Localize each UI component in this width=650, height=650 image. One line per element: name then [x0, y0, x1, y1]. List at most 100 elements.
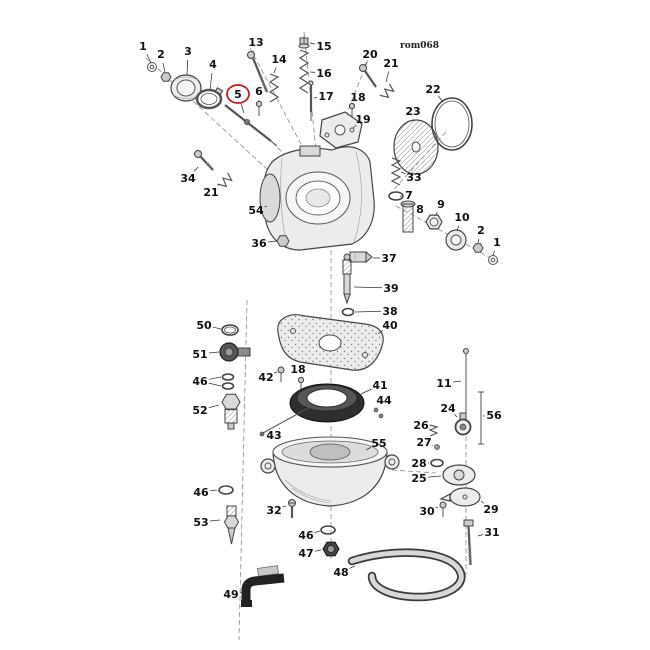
svg-text:33: 33 — [406, 171, 421, 184]
part-label-26: 26 — [413, 419, 431, 432]
part-washer-top — [147, 62, 157, 72]
svg-text:56: 56 — [486, 409, 502, 422]
svg-text:20: 20 — [362, 48, 378, 61]
svg-text:24: 24 — [440, 402, 456, 415]
svg-text:3: 3 — [184, 45, 192, 58]
part-float-bowl-55 — [260, 436, 400, 507]
part-label-1: 1 — [492, 236, 501, 257]
svg-text:7: 7 — [405, 189, 413, 202]
svg-text:47: 47 — [298, 547, 313, 560]
svg-text:36: 36 — [251, 237, 267, 250]
part-label-50: 50 — [196, 319, 222, 332]
svg-text:22: 22 — [425, 83, 440, 96]
part-label-2: 2 — [477, 224, 485, 244]
part-label-14: 14 — [271, 53, 287, 74]
part-small-bits-44 — [373, 407, 384, 419]
part-label-24: 24 — [440, 402, 458, 418]
part-label-13: 13 — [248, 36, 264, 53]
part-cap-10 — [445, 229, 467, 251]
part-label-15: 15 — [309, 40, 332, 53]
part-oring-28 — [430, 458, 444, 468]
highlight-circle — [226, 84, 250, 104]
part-label-28: 28 — [411, 457, 429, 470]
svg-text:54: 54 — [248, 204, 264, 217]
part-label-18: 18 — [350, 91, 366, 106]
part-label-22: 22 — [425, 83, 444, 103]
part-orings-46-upper — [221, 373, 235, 390]
part-label-2: 2 — [157, 48, 166, 73]
part-needle-shaft-5 — [224, 104, 278, 147]
part-gasket-40 — [277, 314, 384, 371]
part-pump-diaphragm-25 — [442, 464, 476, 486]
part-carburetor-body-54 — [259, 145, 375, 251]
svg-text:5: 5 — [234, 88, 242, 101]
part-rod-11 — [463, 348, 469, 418]
part-label-36: 36 — [251, 237, 277, 250]
part-screw-20 — [359, 64, 377, 88]
part-label-18: 18 — [290, 363, 306, 379]
svg-text:21: 21 — [203, 186, 218, 199]
part-label-53: 53 — [193, 516, 221, 529]
svg-text:25: 25 — [411, 472, 426, 485]
part-elbow-fitting-51 — [219, 342, 251, 362]
svg-text:51: 51 — [192, 348, 207, 361]
part-label-17: 17 — [313, 90, 334, 103]
svg-text:31: 31 — [484, 526, 499, 539]
svg-text:49: 49 — [223, 588, 238, 601]
part-label-41: 41 — [360, 379, 388, 395]
part-label-9: 9 — [435, 198, 445, 216]
part-label-20: 20 — [362, 48, 378, 67]
part-banjo-fitting-52 — [221, 393, 241, 430]
part-label-11: 11 — [436, 377, 462, 390]
svg-text:23: 23 — [405, 105, 420, 118]
part-oring-50 — [221, 324, 239, 336]
part-oring-46-bottom — [320, 525, 336, 535]
part-label-46: 46 — [193, 486, 218, 499]
svg-text:32: 32 — [266, 504, 281, 517]
svg-text:1: 1 — [493, 236, 501, 249]
part-nozzle-8 — [400, 200, 416, 233]
svg-text:8: 8 — [416, 203, 424, 216]
part-label-31: 31 — [477, 526, 500, 539]
svg-text:19: 19 — [355, 113, 370, 126]
part-label-43: 43 — [266, 427, 282, 442]
part-label-6: 6 — [255, 85, 263, 101]
svg-text:13: 13 — [248, 36, 263, 49]
part-screw-32 — [288, 499, 296, 518]
part-label-21: 21 — [383, 57, 399, 83]
part-spring-21-top — [379, 83, 395, 99]
part-diaphragm-23 — [393, 119, 439, 175]
svg-text:11: 11 — [436, 377, 451, 390]
part-label-56: 56 — [482, 409, 502, 422]
part-label-29: 29 — [480, 500, 499, 516]
svg-text:18: 18 — [350, 91, 365, 104]
svg-text:17: 17 — [318, 90, 333, 103]
part-spring-16 — [298, 49, 310, 94]
part-screw-cap-15 — [298, 36, 310, 49]
part-label-1: 1 — [139, 40, 152, 64]
watermark: rom068 — [400, 41, 439, 51]
part-fuel-hose-48 — [347, 548, 466, 602]
part-oring-7 — [388, 191, 404, 201]
svg-text:46: 46 — [193, 486, 209, 499]
svg-text:14: 14 — [271, 53, 287, 66]
part-label-33: 33 — [400, 171, 422, 184]
part-pump-cover-29 — [439, 487, 481, 507]
part-screw-30 — [439, 501, 447, 517]
part-label-55: 55 — [365, 437, 387, 451]
part-label-44: 44 — [376, 394, 392, 408]
svg-text:48: 48 — [333, 566, 348, 579]
part-label-10: 10 — [454, 211, 470, 232]
part-label-40: 40 — [377, 319, 398, 335]
svg-text:10: 10 — [454, 211, 470, 224]
svg-text:38: 38 — [382, 305, 397, 318]
svg-text:18: 18 — [290, 363, 305, 376]
svg-text:29: 29 — [483, 503, 498, 516]
svg-text:2: 2 — [477, 224, 485, 237]
part-label-21: 21 — [203, 183, 220, 199]
svg-text:46: 46 — [192, 375, 208, 388]
part-ball-27 — [434, 444, 440, 450]
part-valve-body-9 — [425, 214, 443, 230]
svg-text:26: 26 — [413, 419, 429, 432]
